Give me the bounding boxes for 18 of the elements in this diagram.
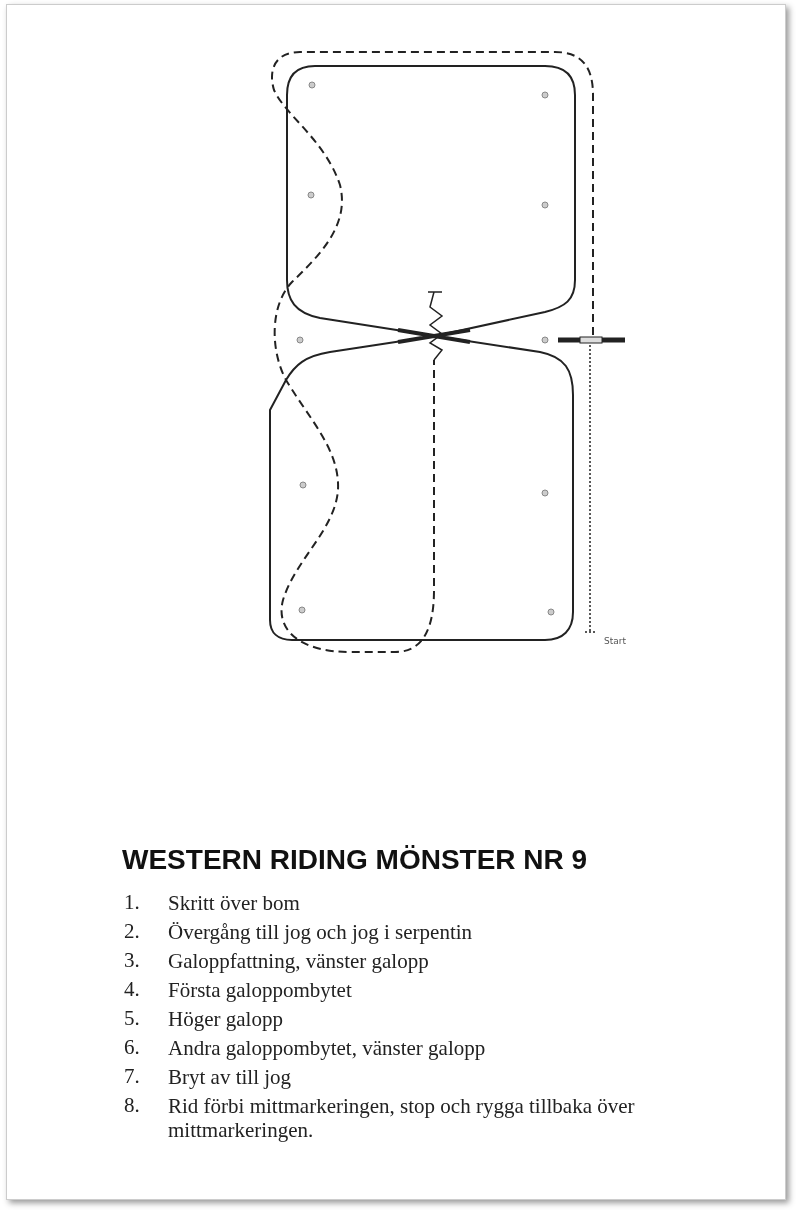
- list-number: 4.: [124, 977, 140, 1002]
- list-number: 5.: [124, 1006, 140, 1031]
- step-text: Övergång till jog och jog i serpentin: [168, 920, 474, 944]
- list-number: 7.: [124, 1064, 140, 1089]
- step-text: Andra galoppombytet, vänster galopp: [168, 1036, 487, 1060]
- list-number: 2.: [124, 919, 140, 944]
- list-number: 8.: [124, 1093, 140, 1118]
- step-text: Första galoppombytet: [168, 978, 353, 1002]
- step-text: Rid förbi mittmarkeringen, stop och rygga tillbaka över mittmarkeringen.: [168, 1094, 636, 1142]
- list-number: 6.: [124, 1035, 140, 1060]
- heading: WESTERN RIDING MÖNSTER NR 9: [122, 844, 588, 876]
- step-text: Skritt över bom: [168, 891, 301, 915]
- step-text: Bryt av till jog: [168, 1065, 293, 1089]
- list-number: 1.: [124, 890, 140, 915]
- list-number: 3.: [124, 948, 140, 973]
- step-text: Höger galopp: [168, 1007, 284, 1031]
- start-label: Start: [604, 636, 626, 646]
- step-text: Galoppfattning, vänster galopp: [168, 949, 430, 973]
